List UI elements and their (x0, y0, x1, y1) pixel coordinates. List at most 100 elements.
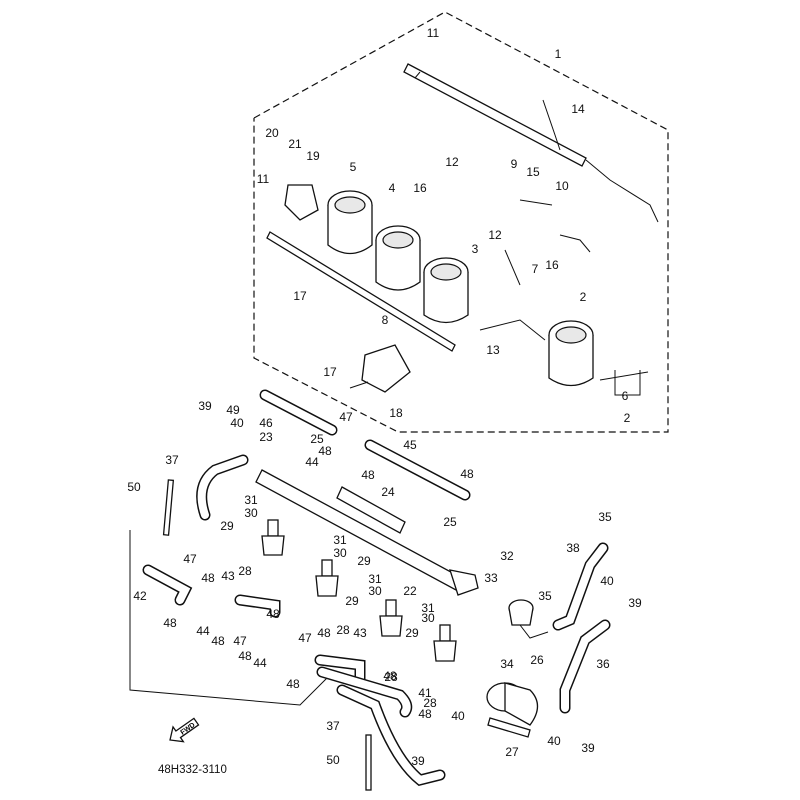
callout-39: 39 (198, 399, 212, 413)
callout-31: 31 (421, 601, 435, 615)
callout-4: 4 (389, 181, 396, 195)
part-18 (361, 344, 411, 393)
callout-12: 12 (445, 155, 459, 169)
hoses (142, 389, 611, 786)
callout-36: 36 (596, 657, 610, 671)
callout-40: 40 (451, 709, 465, 723)
callout-38: 38 (566, 541, 580, 555)
callout-15: 15 (526, 165, 540, 179)
callout-47: 47 (183, 552, 197, 566)
callout-12: 12 (488, 228, 502, 242)
callout-47: 47 (298, 631, 312, 645)
callout-16: 16 (413, 181, 427, 195)
callout-48: 48 (211, 634, 225, 648)
callout-47: 47 (339, 410, 353, 424)
callout-35: 35 (598, 510, 612, 524)
callout-48: 48 (238, 649, 252, 663)
callout-39: 39 (411, 754, 425, 768)
callout-50: 50 (127, 480, 141, 494)
callout-30: 30 (333, 546, 347, 560)
throttle-body-4 (375, 225, 421, 291)
callout-1: 1 (555, 47, 562, 61)
callout-28: 28 (238, 564, 252, 578)
callout-37: 37 (165, 453, 179, 467)
callout-35: 35 (538, 589, 552, 603)
callout-7: 7 (532, 262, 539, 276)
callout-42: 42 (133, 589, 147, 603)
callout-25: 25 (443, 515, 457, 529)
fuel-filter (486, 682, 539, 738)
injector-4 (433, 624, 457, 662)
callout-48: 48 (383, 669, 397, 683)
callout-48: 48 (317, 626, 331, 640)
callout-5: 5 (350, 160, 357, 174)
callout-48: 48 (201, 571, 215, 585)
callout-40: 40 (230, 416, 244, 430)
callout-31: 31 (333, 533, 347, 547)
callout-11: 11 (427, 26, 440, 40)
callout-40: 40 (547, 734, 561, 748)
callout-25: 25 (310, 432, 324, 446)
callout-28: 28 (336, 623, 350, 637)
callout-43: 43 (221, 569, 235, 583)
callout-30: 30 (244, 506, 258, 520)
callout-37: 37 (326, 719, 340, 733)
callout-48: 48 (163, 616, 177, 630)
callout-28: 28 (423, 696, 437, 710)
callout-17: 17 (323, 365, 337, 379)
callout-29: 29 (345, 594, 359, 608)
callout-11: 11 (257, 172, 270, 186)
callout-31: 31 (368, 572, 382, 586)
linkage-rail (403, 63, 659, 223)
callout-44: 44 (196, 624, 210, 638)
callout-29: 29 (220, 519, 234, 533)
callout-21: 21 (288, 137, 302, 151)
callout-46: 46 (259, 416, 273, 430)
callout-33: 33 (484, 571, 498, 585)
callout-48: 48 (286, 677, 300, 691)
callout-27: 27 (505, 745, 519, 759)
callout-49: 49 (226, 403, 240, 417)
injector-1 (261, 519, 285, 556)
callout-39: 39 (628, 596, 642, 610)
callout-40: 40 (600, 574, 614, 588)
callout-26: 26 (530, 653, 544, 667)
callout-44: 44 (253, 656, 267, 670)
callout-23: 23 (259, 430, 273, 444)
callout-32: 32 (500, 549, 514, 563)
callout-43: 43 (353, 626, 367, 640)
callout-48: 48 (460, 467, 474, 481)
callout-28: 28 (384, 670, 398, 684)
callout-20: 20 (265, 126, 279, 140)
callout-48: 48 (418, 707, 432, 721)
callout-6: 6 (622, 389, 629, 403)
throttle-body-3 (423, 257, 469, 324)
callout-39: 39 (581, 741, 595, 755)
callout-2: 2 (624, 411, 631, 425)
rail-cover (336, 486, 406, 534)
callout-41: 41 (418, 686, 432, 700)
callout-29: 29 (357, 554, 371, 568)
sensor-19 (284, 184, 319, 221)
callout-48: 48 (361, 468, 375, 482)
throttle-body-5 (327, 190, 373, 255)
injector-3 (379, 599, 403, 637)
callout-48: 48 (266, 607, 280, 621)
callout-10: 10 (555, 179, 569, 193)
part-code: 48H332-3110 (158, 764, 227, 776)
band-clamp-upper (162, 479, 175, 536)
band-clamp-lower (365, 734, 372, 791)
callout-19: 19 (306, 149, 320, 163)
fwd-label: FWD (180, 722, 197, 737)
callout-24: 24 (381, 485, 395, 499)
callout-3: 3 (472, 242, 479, 256)
callout-47: 47 (233, 634, 247, 648)
fwd-arrow-icon: FWD (169, 717, 200, 743)
callout-22: 22 (403, 584, 417, 598)
callout-48: 48 (318, 444, 332, 458)
callout-31: 31 (244, 493, 258, 507)
throttle-body-2 (548, 320, 594, 387)
callout-34: 34 (500, 657, 514, 671)
callout-14: 14 (571, 102, 585, 116)
